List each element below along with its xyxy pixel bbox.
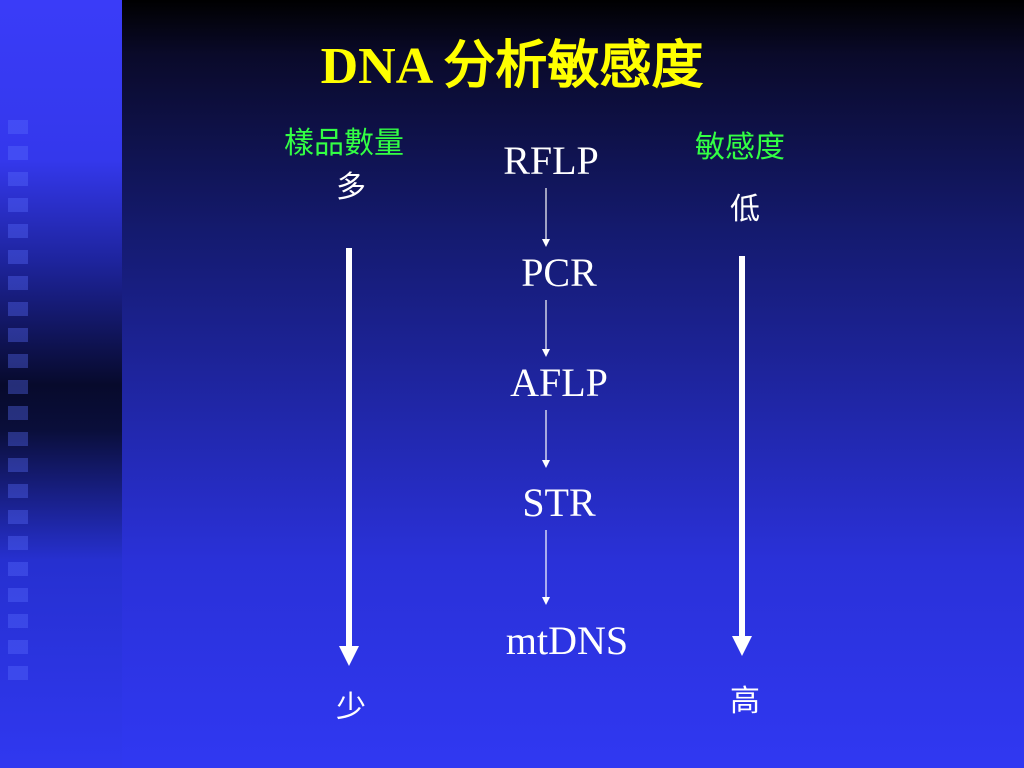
left-column-bottom-label: 少 xyxy=(336,690,366,725)
right-big-arrow xyxy=(732,256,752,656)
arrow-rflp-to-pcr xyxy=(542,188,550,247)
slide-title: DNA 分析敏感度 xyxy=(320,38,704,95)
right-column-header: 敏感度 xyxy=(695,130,785,165)
method-str: STR xyxy=(522,480,596,525)
left-column-header: 樣品數量 xyxy=(284,126,404,161)
method-aflp: AFLP xyxy=(510,360,608,405)
method-pcr: PCR xyxy=(521,250,597,295)
decorative-squares xyxy=(8,120,28,680)
right-column-top-label: 低 xyxy=(730,192,760,227)
right-column-bottom-label: 高 xyxy=(730,684,760,719)
method-mtdns: mtDNS xyxy=(505,618,629,663)
left-column-top-label: 多 xyxy=(336,170,366,205)
left-big-arrow xyxy=(339,248,359,666)
arrow-pcr-to-aflp xyxy=(542,300,550,357)
arrow-str-to-mtdns xyxy=(542,530,550,605)
method-rflp: RFLP xyxy=(503,138,599,183)
arrow-aflp-to-str xyxy=(542,410,550,468)
decorative-left-strip xyxy=(0,0,122,768)
